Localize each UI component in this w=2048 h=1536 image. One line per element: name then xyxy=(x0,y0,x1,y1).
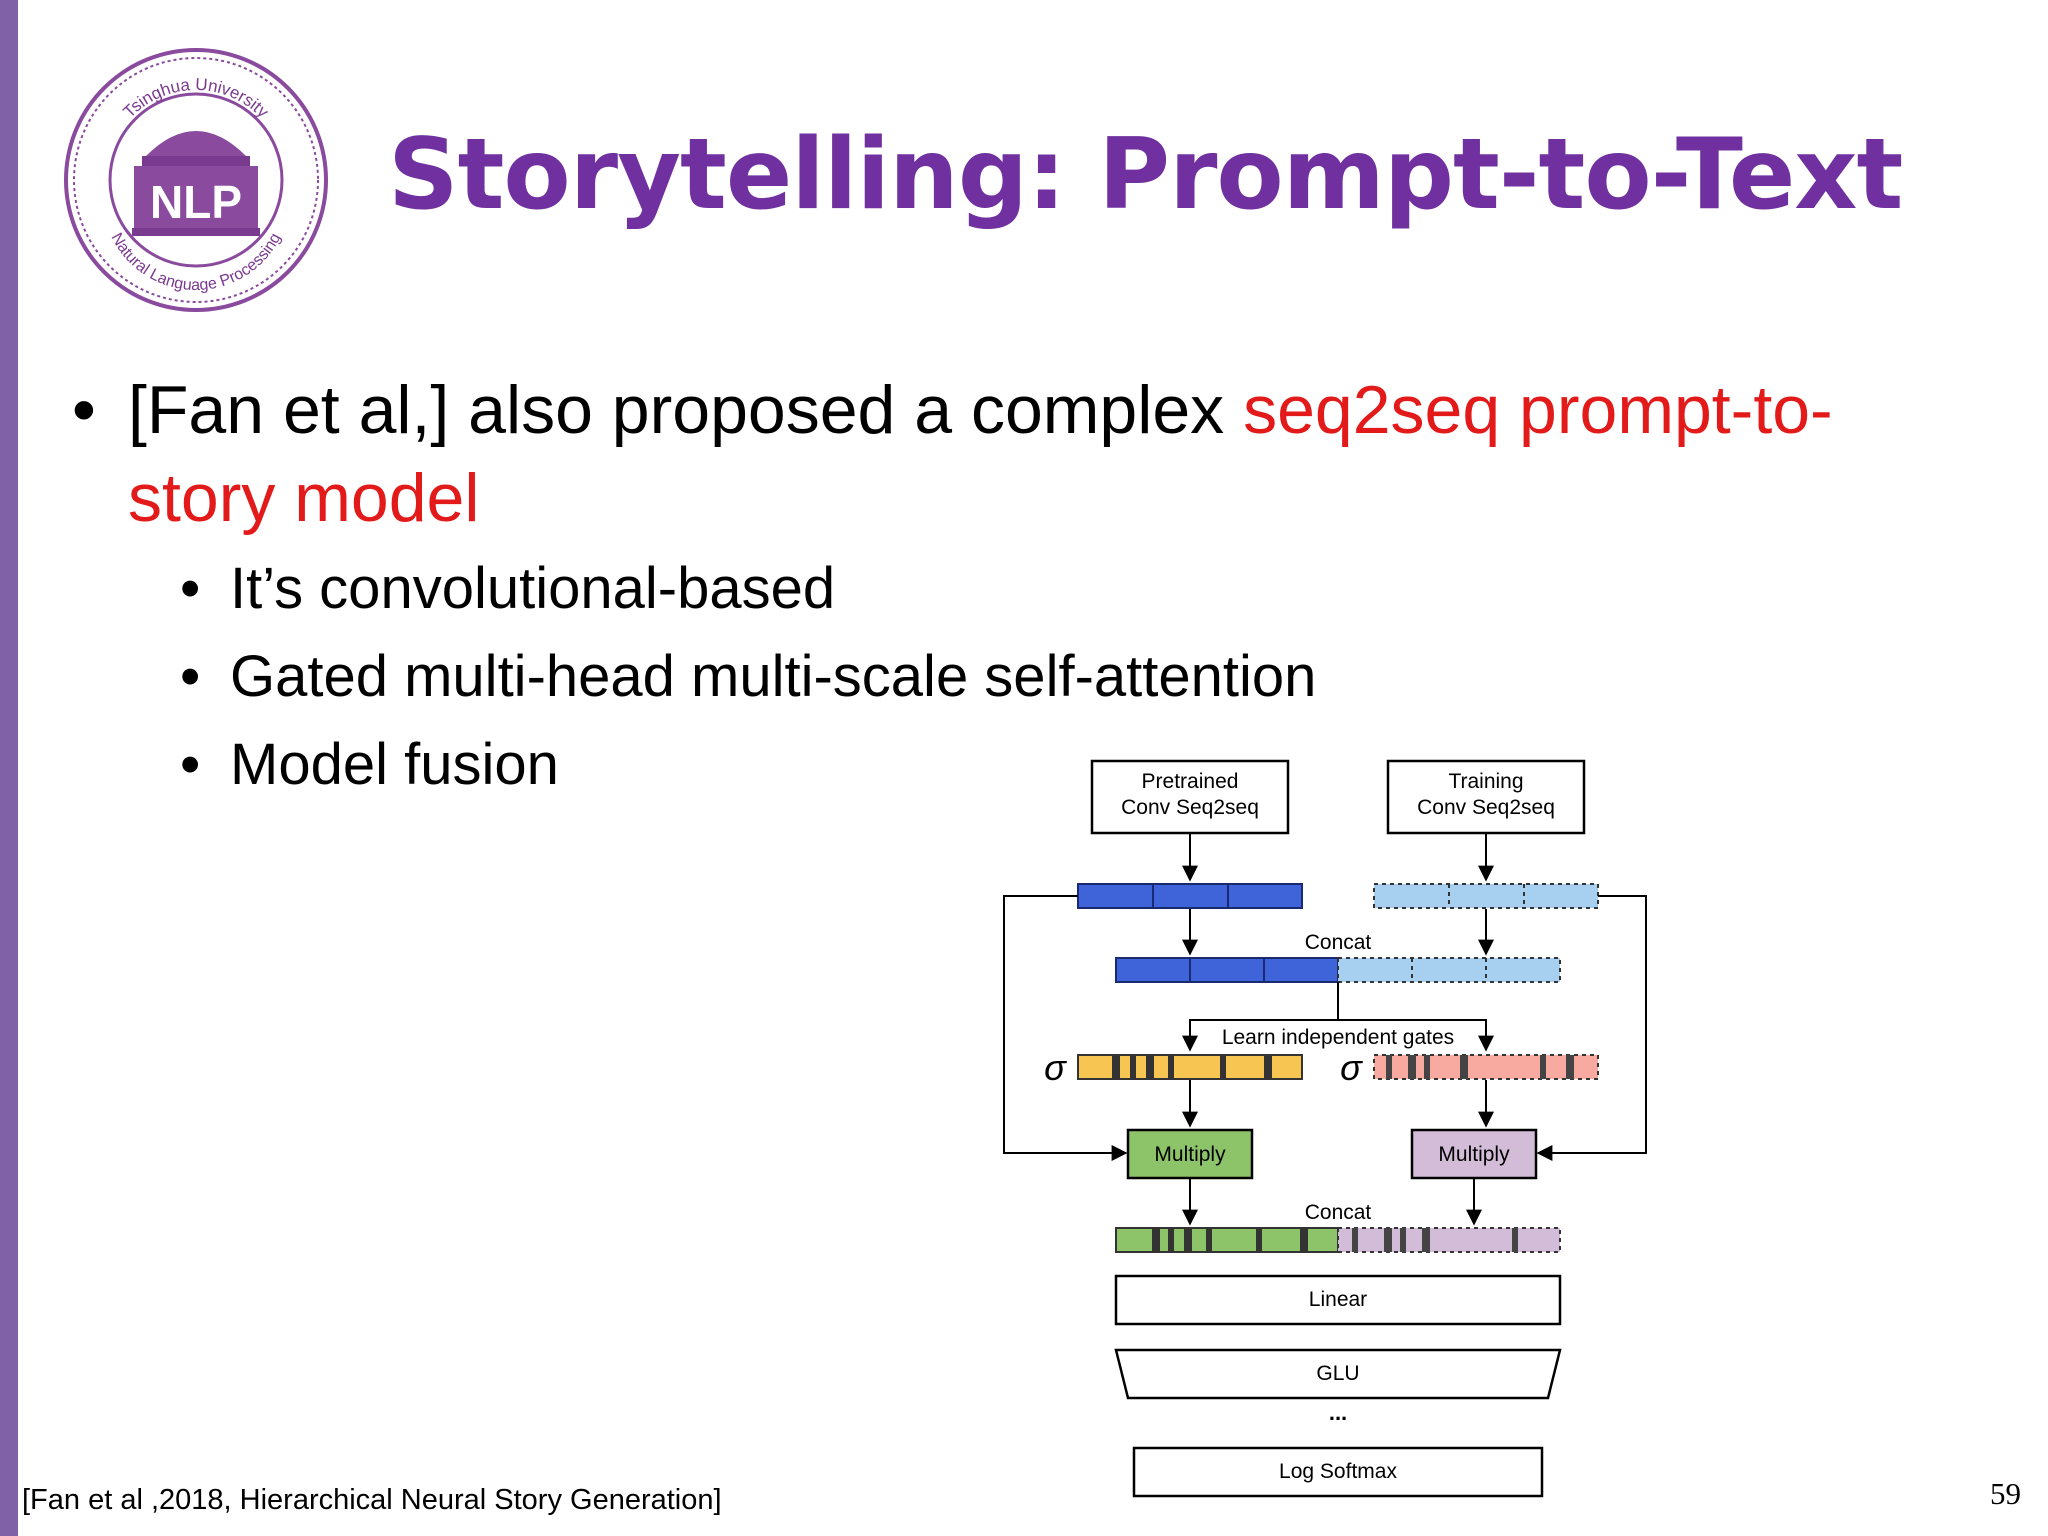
svg-text:Pretrained: Pretrained xyxy=(1142,770,1239,793)
training-hidden-bar xyxy=(1373,883,1599,909)
gate-bar-training xyxy=(1373,1054,1599,1080)
concat-bar-bottom xyxy=(1115,1227,1561,1253)
logo-center-text: NLP xyxy=(150,176,242,228)
sigma-left: σ xyxy=(1044,1047,1067,1088)
pretrained-hidden-bar xyxy=(1077,883,1303,909)
citation: [Fan et al ,2018, Hierarchical Neural St… xyxy=(22,1484,722,1516)
main-bullet-text: [Fan et al,] also proposed a complex xyxy=(128,372,1244,448)
multiply-box-left: Multiply xyxy=(1126,1128,1254,1180)
tsinghua-nlp-logo: Tsinghua University Natural Language Pro… xyxy=(64,48,328,312)
ellipsis-dots: ... xyxy=(1329,1400,1347,1425)
bullet-dot: • xyxy=(180,732,201,797)
svg-text:GLU: GLU xyxy=(1316,1362,1359,1385)
main-bullet-highlight-2: story model xyxy=(128,460,480,536)
gates-label: Learn independent gates xyxy=(1222,1026,1454,1049)
sub-bullet-convolutional: • It’s convolutional-based xyxy=(180,554,836,624)
svg-text:Conv Seq2seq: Conv Seq2seq xyxy=(1121,796,1259,819)
main-bullet: • [Fan et al,] also proposed a complex s… xyxy=(72,366,1988,542)
page-number: 59 xyxy=(1990,1476,2021,1511)
sigma-right: σ xyxy=(1340,1047,1363,1088)
sub-bullet-text: It’s convolutional-based xyxy=(230,556,836,621)
sub-bullet-text: Model fusion xyxy=(230,732,559,797)
svg-text:Log Softmax: Log Softmax xyxy=(1279,1460,1397,1483)
svg-text:Training: Training xyxy=(1448,770,1523,793)
concat-label-bottom: Concat xyxy=(1305,1201,1372,1224)
multiply-box-right: Multiply xyxy=(1410,1128,1538,1180)
svg-text:Multiply: Multiply xyxy=(1438,1143,1510,1166)
svg-text:Conv Seq2seq: Conv Seq2seq xyxy=(1417,796,1555,819)
left-accent-bar xyxy=(0,0,18,1536)
slide-title: Storytelling: Prompt-to-Text xyxy=(388,118,1903,232)
linear-layer-box: Linear xyxy=(1114,1274,1562,1326)
main-bullet-highlight-1: seq2seq prompt-to- xyxy=(1243,372,1833,448)
sub-bullet-model-fusion: • Model fusion xyxy=(180,730,559,800)
sub-bullet-gated-attention: • Gated multi-head multi-scale self-atten… xyxy=(180,642,1317,712)
bullet-dot: • xyxy=(72,372,96,448)
glu-layer-box: GLU xyxy=(1114,1348,1562,1400)
bullet-dot: • xyxy=(180,556,201,621)
training-box: Training Conv Seq2seq xyxy=(1386,759,1586,835)
sub-bullet-text: Gated multi-head multi-scale self-attent… xyxy=(230,644,1317,709)
gate-bar-pretrained xyxy=(1077,1054,1303,1080)
log-softmax-box: Log Softmax xyxy=(1132,1446,1544,1498)
concat-bar-top xyxy=(1115,957,1561,983)
pretrained-box: Pretrained Conv Seq2seq xyxy=(1090,759,1290,835)
svg-text:Linear: Linear xyxy=(1309,1288,1367,1311)
concat-label-top: Concat xyxy=(1305,931,1372,954)
bullet-dot: • xyxy=(180,644,201,709)
svg-text:Multiply: Multiply xyxy=(1154,1143,1226,1166)
